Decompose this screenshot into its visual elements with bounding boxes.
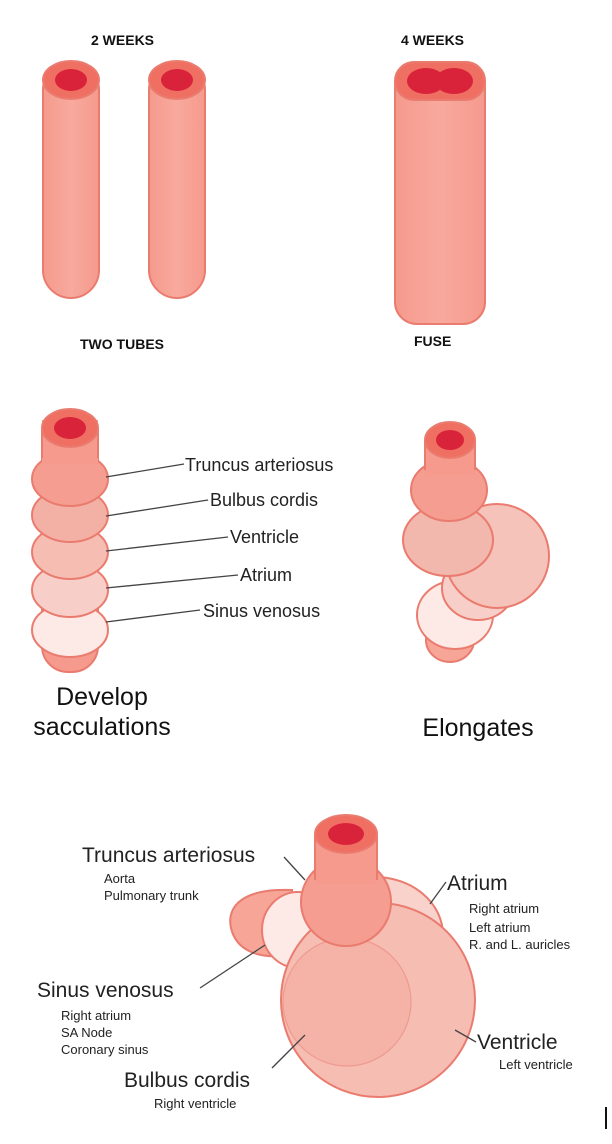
leader-bulbus-3: [271, 1034, 306, 1069]
caption-elongates: Elongates: [422, 714, 534, 742]
tube-right: [148, 60, 206, 299]
truncus-detail: Aorta: [104, 871, 136, 886]
leader-atrium-3: [429, 881, 447, 905]
fused-tube: [394, 61, 486, 325]
bulbus-detail: Right ventricle: [154, 1096, 237, 1111]
cursor-mark: [605, 1107, 607, 1129]
atrium-detail: R. and L. auricles: [469, 937, 571, 952]
caption-two-tubes: TWO TUBES: [80, 336, 164, 352]
ventricle-group: Ventricle Left ventricle: [477, 1032, 573, 1073]
leader-ventricle-3: [454, 1029, 477, 1043]
truncus-group: Truncus arteriosus Aorta Pulmonary trunk: [82, 845, 255, 904]
sinus-detail: Right atrium: [61, 1008, 132, 1023]
label-atrium: Atrium: [240, 565, 293, 585]
atrium-group: Atrium Right atrium Left atrium R. and L…: [447, 873, 570, 953]
ventricle-name: Ventricle: [477, 1031, 558, 1054]
leader-sinus: [105, 609, 201, 623]
truncus-detail: Pulmonary trunk: [104, 888, 199, 903]
elongating-tube: [402, 421, 550, 663]
label-ventricle: Ventricle: [230, 527, 300, 547]
sinus-group: Sinus venosus Right atrium SA Node Coron…: [37, 980, 174, 1058]
stage2-leader-lines: [105, 463, 239, 623]
sacculated-tube: [31, 408, 109, 673]
ventricle-detail: Left ventricle: [499, 1057, 573, 1072]
caption-fuse: FUSE: [414, 333, 452, 349]
leader-sinus-3: [199, 944, 266, 989]
heading-2-weeks: 2 WEEKS: [91, 32, 155, 48]
stage3-leader-lines: [199, 856, 477, 1069]
label-bulbus-cordis: Bulbus cordis: [210, 490, 319, 510]
label-sinus-venosus: Sinus venosus: [203, 601, 321, 621]
leader-atrium: [105, 574, 239, 589]
heading-4-weeks: 4 WEEKS: [401, 32, 465, 48]
folded-heart: [229, 814, 476, 1098]
leader-ventricle: [105, 536, 229, 552]
caption-sacculations: sacculations: [33, 713, 171, 741]
sinus-detail: Coronary sinus: [61, 1042, 149, 1057]
atrium-detail: Right atrium: [469, 901, 540, 916]
caption-develop: Develop: [56, 683, 148, 711]
sinus-detail: SA Node: [61, 1025, 113, 1040]
sinus-name: Sinus venosus: [37, 979, 174, 1002]
label-truncus-arteriosus: Truncus arteriosus: [185, 455, 334, 475]
atrium-detail: Left atrium: [469, 920, 531, 935]
leader-bulbus: [105, 499, 209, 517]
leader-truncus-3: [283, 856, 306, 881]
leader-truncus: [105, 463, 185, 478]
tube-left: [42, 60, 100, 299]
atrium-name: Atrium: [447, 872, 508, 895]
caption-develop-sacculations: Develop sacculations: [14, 682, 190, 742]
bulbus-group: Bulbus cordis Right ventricle: [124, 1070, 250, 1112]
bulbus-name: Bulbus cordis: [124, 1069, 251, 1092]
truncus-name: Truncus arteriosus: [82, 844, 256, 867]
